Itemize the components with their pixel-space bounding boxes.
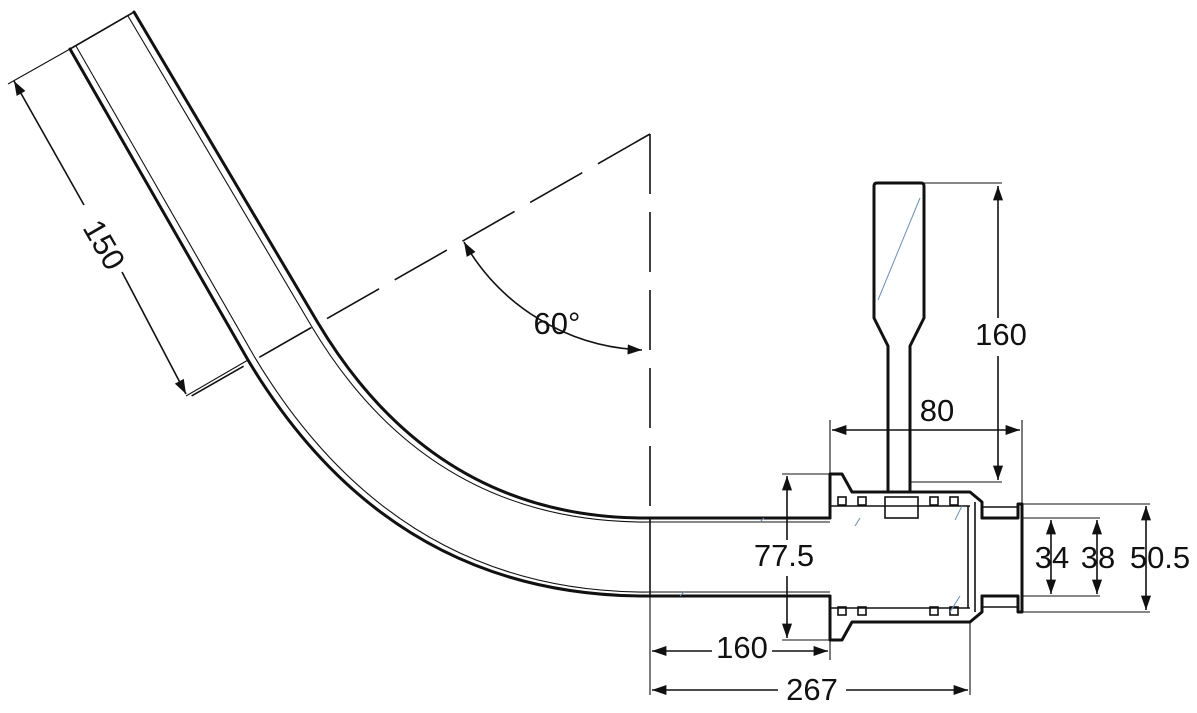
dim-spigot-mid-label: 38	[1081, 540, 1115, 575]
socket-body	[648, 472, 1024, 642]
collar-bottom	[828, 594, 984, 642]
pipe-end-face	[69, 11, 135, 50]
dim-arm-length	[7, 48, 249, 397]
angle-construction	[187, 133, 651, 520]
dim-arm-length-label: 150	[76, 214, 132, 276]
dim-collar-width-label: 80	[920, 393, 954, 428]
bent-pipe	[68, 10, 652, 598]
dim-bend-angle-label: 60°	[534, 306, 581, 341]
pipe-inner-wall	[68, 47, 652, 598]
spigot	[980, 502, 1024, 614]
dim-overall-length	[652, 622, 971, 696]
dim-spigot-id-label: 34	[1035, 540, 1069, 575]
terminal-handle	[872, 181, 926, 494]
dim-overall-length-label: 267	[786, 672, 838, 707]
heating-wires	[837, 496, 959, 616]
pipe-outer-wall	[132, 10, 652, 520]
dim-spigot-od-label: 50.5	[1130, 540, 1190, 575]
dim-spigot-diameters	[1022, 503, 1152, 613]
dim-socket-depth	[649, 596, 831, 695]
dim-socket-od	[781, 473, 830, 641]
dim-socket-od-label: 77.5	[754, 538, 814, 573]
dim-handle-height	[910, 182, 1004, 483]
dim-socket-depth-label: 160	[716, 630, 768, 665]
dim-handle-height-label: 160	[975, 317, 1027, 352]
dim-collar-width	[829, 420, 1023, 504]
